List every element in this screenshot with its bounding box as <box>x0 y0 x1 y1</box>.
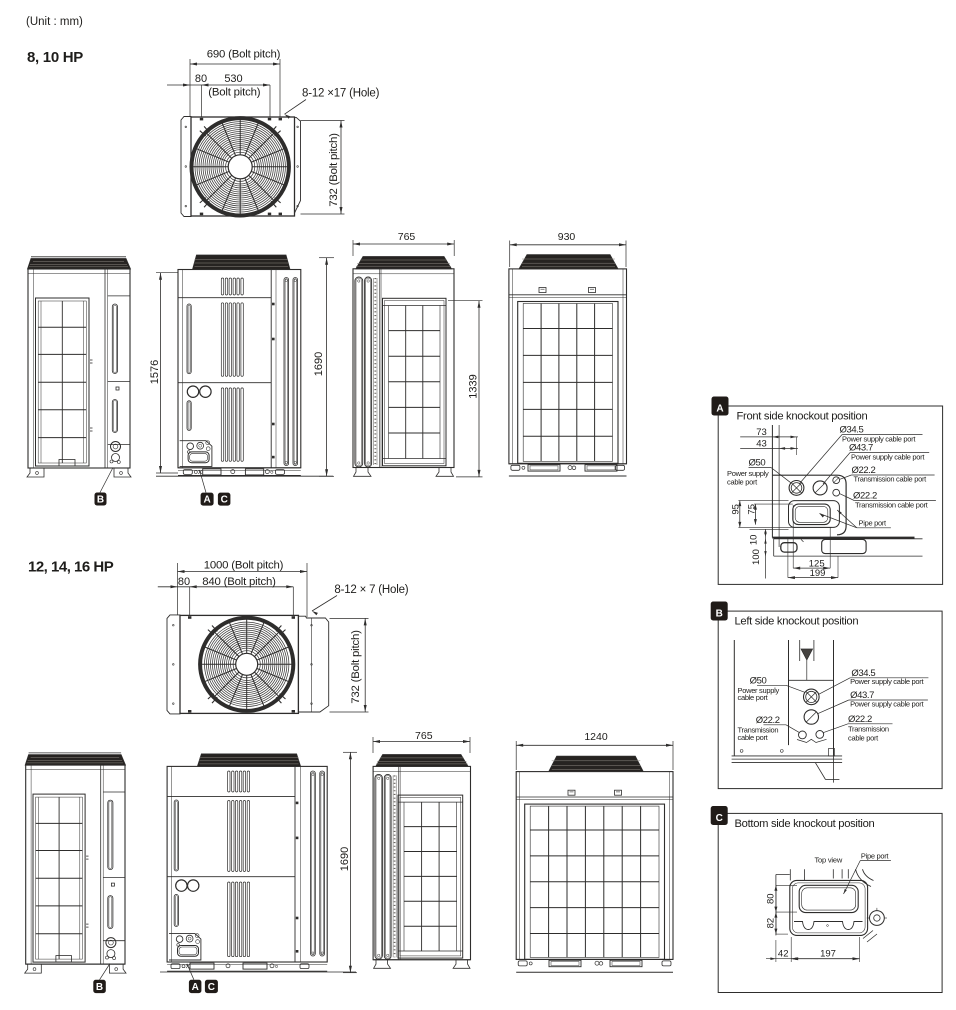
svg-text:8-12 ×17 (Hole): 8-12 ×17 (Hole) <box>302 88 380 100</box>
svg-text:42: 42 <box>778 948 789 959</box>
svg-text:A: A <box>203 495 210 506</box>
svg-text:Ø22.2: Ø22.2 <box>853 491 877 502</box>
svg-text:(Bolt pitch): (Bolt pitch) <box>208 87 260 99</box>
svg-text:82: 82 <box>766 918 777 929</box>
svg-text:A: A <box>716 403 723 414</box>
svg-text:Ø22.2: Ø22.2 <box>756 715 780 726</box>
svg-text:Pipe port: Pipe port <box>861 852 890 861</box>
svg-text:Ø34.5: Ø34.5 <box>840 425 864 436</box>
svg-text:1690: 1690 <box>313 352 325 376</box>
svg-text:Bottom side knockout position: Bottom side knockout position <box>735 818 875 830</box>
svg-text:C: C <box>208 982 215 993</box>
svg-text:C: C <box>221 495 228 506</box>
svg-text:Ø22.2: Ø22.2 <box>848 714 872 725</box>
svg-text:80: 80 <box>766 893 777 904</box>
svg-text:930: 930 <box>558 231 576 243</box>
svg-text:Top view: Top view <box>815 856 843 865</box>
svg-text:cable port: cable port <box>727 478 758 487</box>
svg-text:80: 80 <box>195 73 207 85</box>
svg-text:Ø50: Ø50 <box>750 676 767 687</box>
svg-text:(Unit : mm): (Unit : mm) <box>26 16 83 28</box>
svg-text:Power supply cable port: Power supply cable port <box>842 435 916 444</box>
svg-text:100: 100 <box>751 549 762 565</box>
svg-text:765: 765 <box>415 730 433 742</box>
svg-text:690 (Bolt pitch): 690 (Bolt pitch) <box>207 49 281 61</box>
svg-text:Ø22.2: Ø22.2 <box>852 465 876 476</box>
svg-text:B: B <box>96 982 103 993</box>
svg-text:95: 95 <box>731 504 742 515</box>
svg-text:cable port: cable port <box>738 733 769 742</box>
svg-text:Ø34.5: Ø34.5 <box>851 668 875 679</box>
svg-text:8, 10 HP: 8, 10 HP <box>27 49 83 66</box>
svg-text:Pipe port: Pipe port <box>859 519 888 528</box>
svg-text:1339: 1339 <box>467 374 479 398</box>
svg-text:Ø50: Ø50 <box>749 458 766 469</box>
svg-text:73: 73 <box>756 427 767 438</box>
svg-text:12, 14, 16 HP: 12, 14, 16 HP <box>28 559 114 576</box>
svg-text:Transmission: Transmission <box>738 725 779 734</box>
svg-text:Power supply: Power supply <box>738 686 780 695</box>
svg-text:Power supply cable port: Power supply cable port <box>850 677 924 686</box>
svg-text:8-12 × 7 (Hole): 8-12 × 7 (Hole) <box>334 584 408 596</box>
svg-text:Power supply: Power supply <box>727 469 769 478</box>
svg-text:Left side knockout position: Left side knockout position <box>735 616 859 628</box>
svg-text:1576: 1576 <box>149 360 161 384</box>
svg-text:75: 75 <box>746 504 757 515</box>
svg-text:197: 197 <box>820 948 836 959</box>
svg-text:530: 530 <box>224 73 242 85</box>
svg-text:1690: 1690 <box>339 847 351 871</box>
svg-text:C: C <box>716 813 723 824</box>
svg-text:Power supply cable port: Power supply cable port <box>850 699 924 708</box>
svg-text:199: 199 <box>810 568 826 579</box>
svg-text:125: 125 <box>809 558 825 569</box>
svg-text:A: A <box>192 982 199 993</box>
svg-text:Transmission: Transmission <box>848 725 889 734</box>
svg-text:Ø43.7: Ø43.7 <box>849 443 873 454</box>
svg-text:10: 10 <box>748 535 759 546</box>
svg-text:Front side knockout position: Front side knockout position <box>737 411 868 423</box>
svg-text:Power supply cable port: Power supply cable port <box>851 452 925 461</box>
svg-text:840 (Bolt pitch): 840 (Bolt pitch) <box>202 576 276 588</box>
svg-text:80: 80 <box>178 576 190 588</box>
svg-text:cable port: cable port <box>848 733 879 742</box>
svg-text:43: 43 <box>756 438 767 449</box>
svg-text:765: 765 <box>398 231 416 243</box>
svg-text:Ø43.7: Ø43.7 <box>850 690 874 701</box>
svg-text:B: B <box>716 608 723 619</box>
svg-text:Transmission cable port: Transmission cable port <box>855 500 929 509</box>
svg-text:Transmission cable port: Transmission cable port <box>854 475 928 484</box>
svg-text:1000 (Bolt pitch): 1000 (Bolt pitch) <box>204 560 284 572</box>
svg-text:cable port: cable port <box>738 693 769 702</box>
svg-text:732 (Bolt pitch): 732 (Bolt pitch) <box>350 630 362 704</box>
svg-text:B: B <box>97 495 104 506</box>
svg-text:732 (Bolt pitch): 732 (Bolt pitch) <box>328 133 340 207</box>
svg-text:1240: 1240 <box>584 731 608 743</box>
